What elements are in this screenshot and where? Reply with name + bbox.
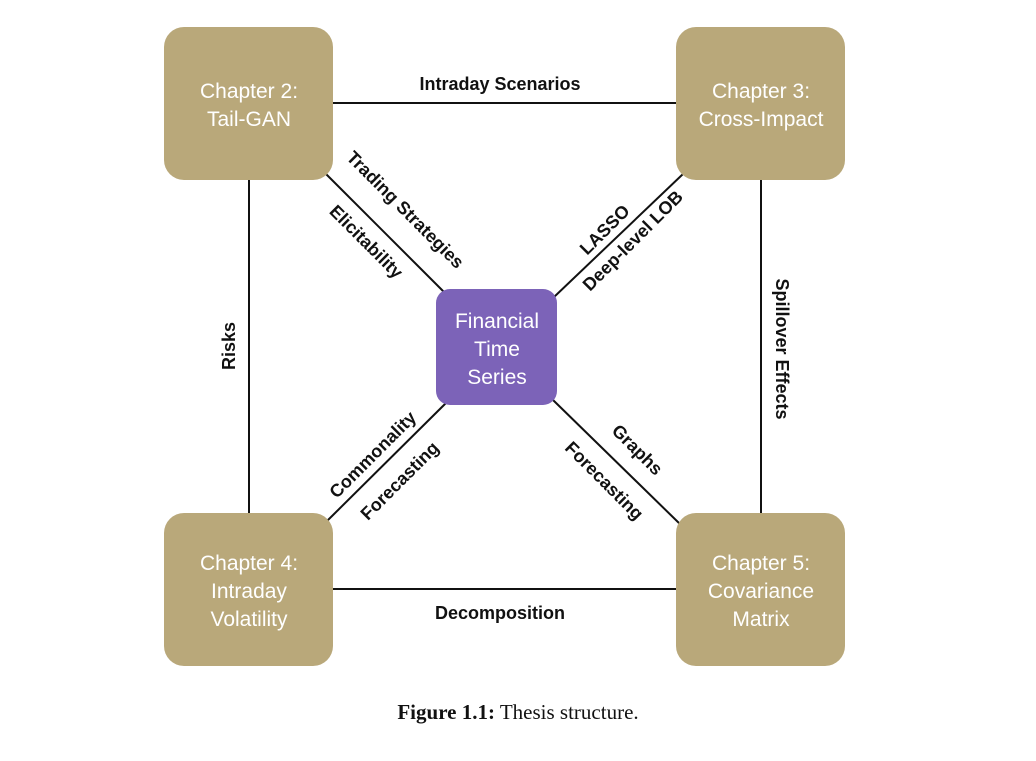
chapter5-line2: Covariance	[708, 580, 814, 603]
chapter3-line1: Chapter 3:	[712, 80, 810, 103]
edge-upper-right-line	[552, 173, 684, 299]
chapter3-line2: Cross-Impact	[699, 108, 824, 131]
chapter5-line1: Chapter 5:	[712, 552, 810, 575]
center-line2: Time	[474, 338, 520, 361]
chapter4-line2: Intraday	[211, 580, 287, 603]
chapter3-box	[676, 27, 845, 180]
edge-label-bottom: Decomposition	[435, 603, 565, 623]
node-chapter4: Chapter 4: Intraday Volatility	[164, 513, 333, 666]
chapter4-box	[164, 513, 333, 666]
chapter5-box	[676, 513, 845, 666]
center-line3: Series	[467, 366, 527, 389]
chapter2-line2: Tail-GAN	[207, 108, 291, 131]
chapter2-box	[164, 27, 333, 180]
edge-label-left: Risks	[219, 322, 239, 370]
node-chapter2: Chapter 2: Tail-GAN	[164, 27, 333, 180]
node-chapter3: Chapter 3: Cross-Impact	[676, 27, 845, 180]
edge-label-lower-right-a: Graphs	[608, 420, 667, 479]
edge-upper-left-line	[325, 173, 447, 295]
node-center: Financial Time Series	[436, 289, 557, 405]
edge-label-right: Spillover Effects	[772, 278, 792, 419]
node-chapter5: Chapter 5: Covariance Matrix	[676, 513, 845, 666]
edge-lower-right-line	[552, 399, 682, 526]
edge-label-top: Intraday Scenarios	[419, 74, 580, 94]
chapter5-line3: Matrix	[732, 608, 790, 631]
chapter4-line3: Volatility	[210, 608, 288, 631]
caption-text: Thesis structure.	[499, 700, 639, 724]
center-box	[436, 289, 557, 405]
edge-lower-left-line	[325, 402, 447, 523]
caption-label: Figure 1.1:	[397, 700, 495, 724]
center-line1: Financial	[455, 310, 539, 333]
chapter4-line1: Chapter 4:	[200, 552, 298, 575]
figure-caption: Figure 1.1: Thesis structure.	[0, 700, 1036, 725]
chapter2-line1: Chapter 2:	[200, 80, 298, 103]
